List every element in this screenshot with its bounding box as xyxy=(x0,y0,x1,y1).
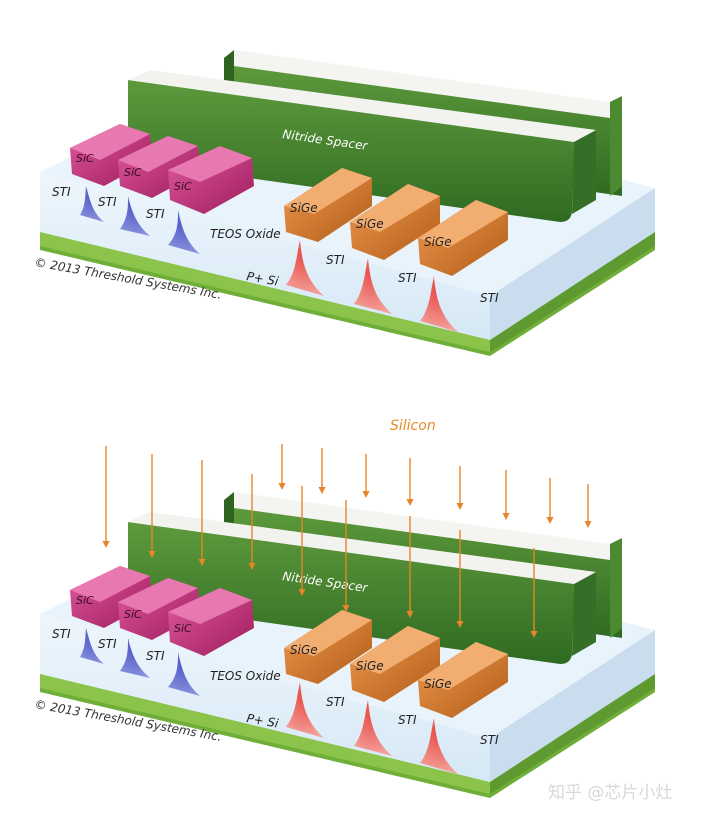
sti-label: STI xyxy=(146,649,165,663)
sic-label: SiC xyxy=(124,166,142,179)
teos-oxide-label: TEOS Oxide xyxy=(210,227,281,241)
teos-oxide-label: TEOS Oxide xyxy=(210,669,281,683)
sic-label: SiC xyxy=(76,152,94,165)
sige-label: SiGe xyxy=(290,643,318,657)
deposition-arrow-head xyxy=(319,487,326,494)
sti-label: STI xyxy=(398,271,417,285)
watermark: 知乎 @芯片小灶 xyxy=(548,783,672,803)
deposition-arrow-head xyxy=(407,499,414,506)
sti-label: STI xyxy=(52,185,71,199)
sti-label: STI xyxy=(326,695,345,709)
sige-label: SiGe xyxy=(424,235,452,249)
sti-label: STI xyxy=(98,195,117,209)
sti-label: STI xyxy=(52,627,71,641)
deposition-arrow-head xyxy=(547,517,554,524)
deposition-arrow-head xyxy=(457,503,464,510)
sige-label: SiGe xyxy=(424,677,452,691)
sige-label: SiGe xyxy=(356,659,384,673)
sti-label: STI xyxy=(398,713,417,727)
sic-label: SiC xyxy=(124,608,142,621)
deposition-arrow-head xyxy=(503,513,510,520)
sti-label: STI xyxy=(326,253,345,267)
sic-label: SiC xyxy=(76,594,94,607)
sic-label: SiC xyxy=(174,180,192,193)
silicon-label: Silicon xyxy=(390,418,436,434)
panel-after: Nitride Spacer SiC SiC SiC SiGe SiGe SiG… xyxy=(33,492,655,798)
sti-label: STI xyxy=(146,207,165,221)
sti-label: STI xyxy=(98,637,117,651)
deposition-arrow-head xyxy=(279,483,286,490)
deposition-arrow-head xyxy=(363,491,370,498)
sti-label: STI xyxy=(480,733,499,747)
deposition-arrow-head xyxy=(103,541,110,548)
deposition-arrow-head xyxy=(585,521,592,528)
sic-label: SiC xyxy=(174,622,192,635)
sige-label: SiGe xyxy=(290,201,318,215)
sti-label: STI xyxy=(480,291,499,305)
panel-before: Nitride Spacer SiC SiC SiC SiGe SiGe SiG… xyxy=(33,50,655,356)
sige-label: SiGe xyxy=(356,217,384,231)
